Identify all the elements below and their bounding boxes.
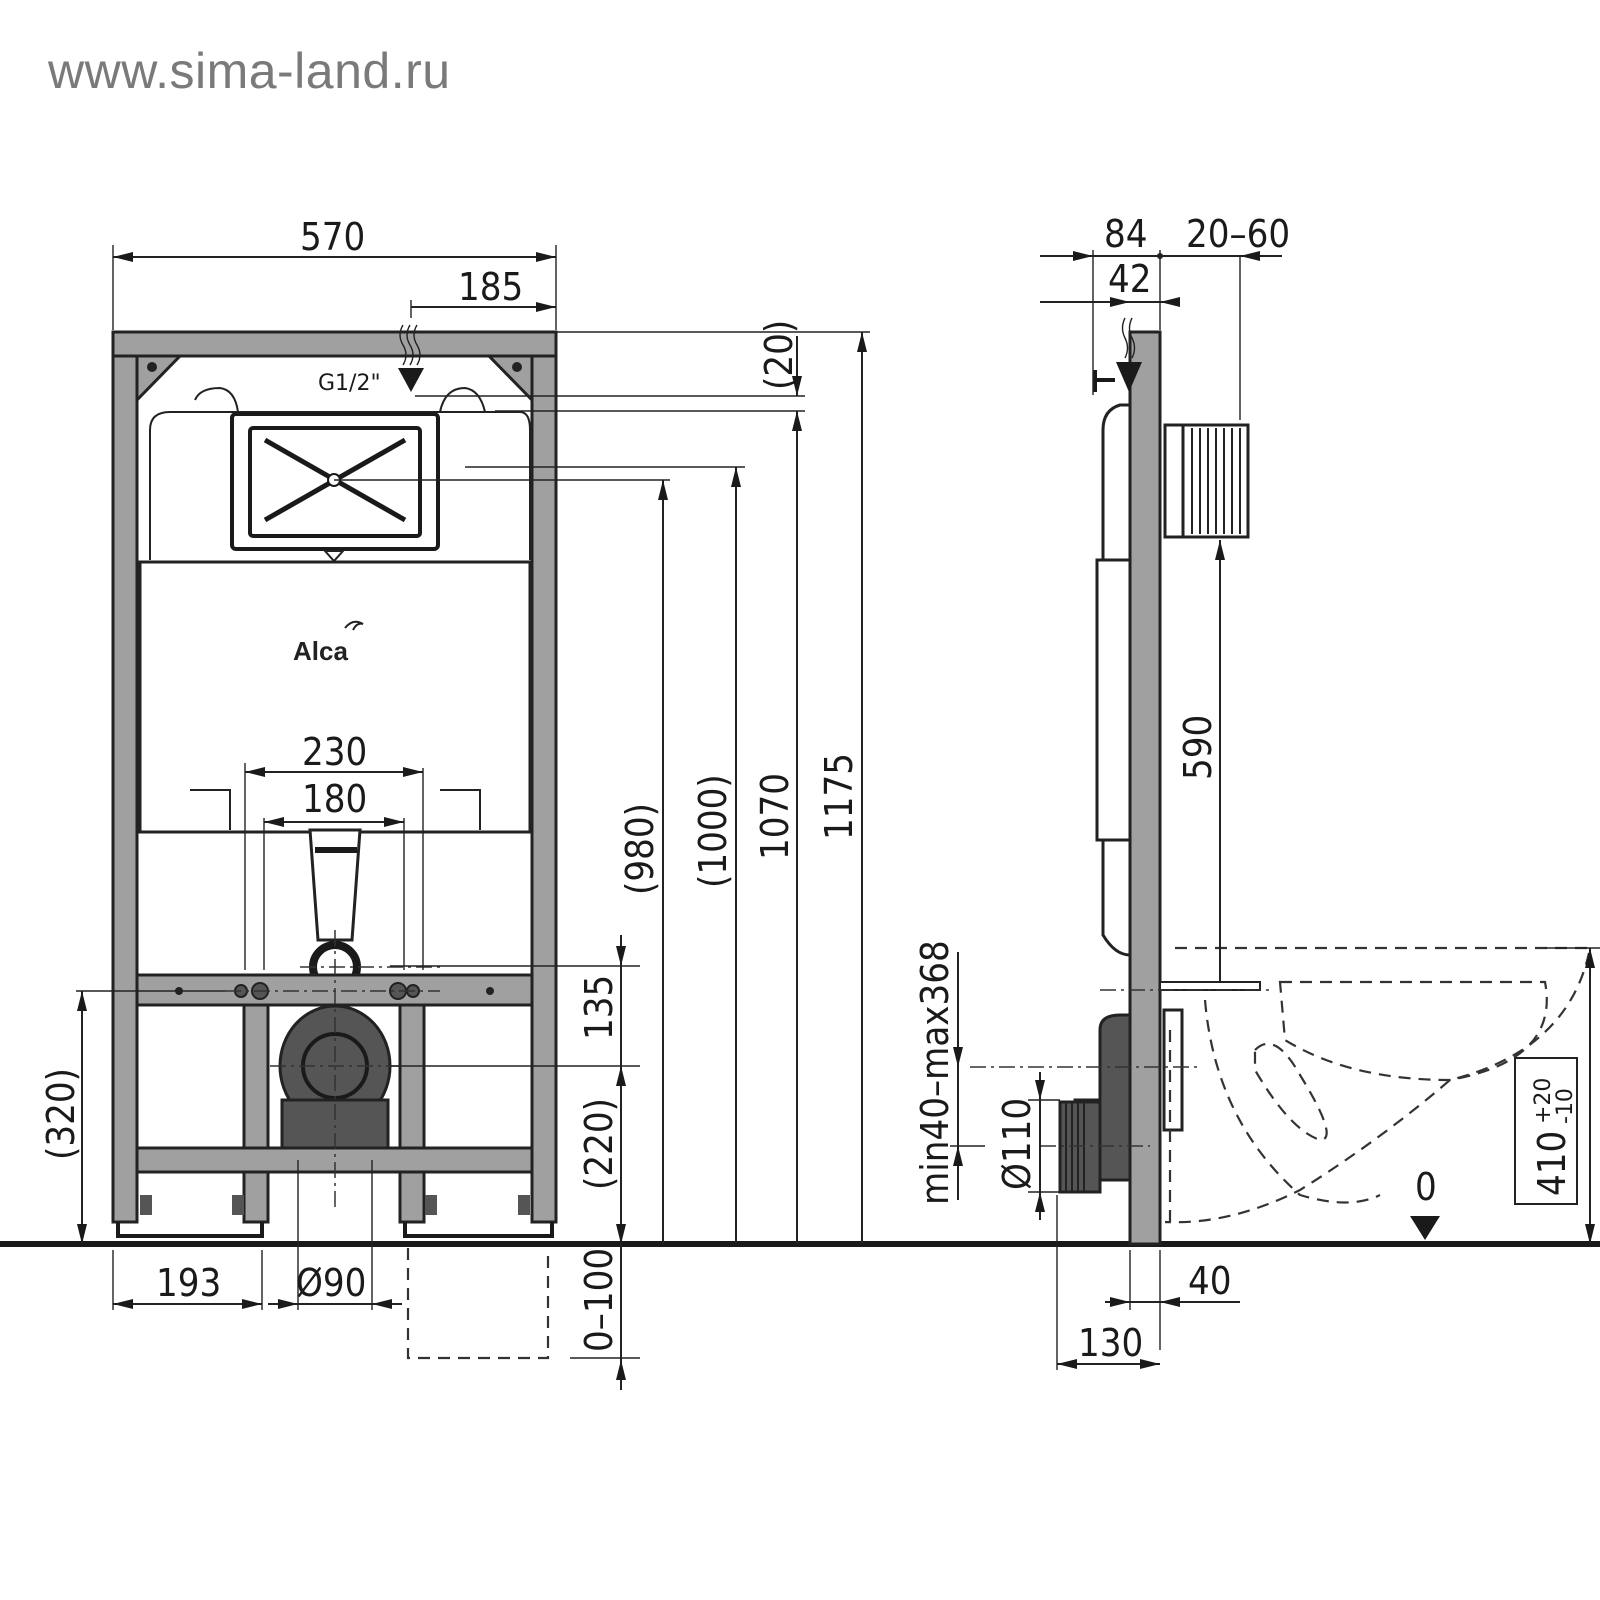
dim-bolt-spacing-outer: 230 [302, 730, 367, 774]
toilet-bowl-outline [1164, 946, 1592, 1224]
flush-opening-frame [230, 412, 440, 551]
dim-side-depth-84: 84 [1104, 212, 1148, 256]
dim-inlet-depth: 42 [1108, 257, 1152, 301]
dim-drain-axis-height: (220) [577, 1098, 621, 1190]
frame-inner-post-right [398, 1003, 426, 1224]
dim-height-1000: (1000) [691, 774, 735, 888]
dim-seat-height: 410 [1530, 1131, 1574, 1196]
side-mount-bracket [1162, 1008, 1184, 1132]
side-frame-post [1128, 330, 1162, 1246]
cistern-body [138, 560, 532, 834]
side-cistern-upper [1101, 403, 1132, 562]
side-cistern-body [1095, 558, 1132, 842]
floor-level-arrow-icon [1410, 1216, 1440, 1240]
flush-pipe [308, 828, 362, 942]
dim-wall-gap: 20–60 [1186, 212, 1290, 256]
seat-height-box [1514, 1057, 1578, 1205]
side-inlet-arrow-icon [1116, 362, 1142, 392]
watermark-text: www.sima-land.ru [48, 43, 451, 99]
frame-left-post [111, 354, 139, 1224]
dim-inlet-offset: 185 [458, 265, 523, 309]
side-water-inlet-waves [1121, 317, 1136, 359]
frame-top-bar [111, 330, 558, 358]
corner-gusset-right [485, 354, 534, 404]
dim-drain-height: 135 [577, 975, 621, 1040]
inlet-arrow-icon [398, 368, 424, 392]
dim-drain-range: min40–max368 [913, 940, 957, 1205]
foot-right [403, 1222, 554, 1238]
foot-left [116, 1222, 264, 1238]
dim-drain-diameter: Ø90 [296, 1261, 366, 1305]
water-inlet-waves [399, 324, 421, 366]
side-view: 0 84 20–60 42 590 [913, 212, 1600, 1370]
dim-height-980: (980) [618, 803, 662, 895]
dim-flush-height: 590 [1176, 715, 1220, 780]
dim-inlet-top-gap: (20) [757, 320, 801, 390]
dim-height-1070: 1070 [753, 773, 797, 860]
corner-gusset-left [135, 354, 184, 404]
flush-opening-inner [248, 426, 422, 538]
dim-foot-depth: 40 [1188, 1259, 1232, 1303]
dim-frame-depth: 130 [1078, 1321, 1143, 1365]
dim-drain-pipe-diameter: Ø110 [995, 1098, 1039, 1190]
frame-inner-post-left [242, 1003, 270, 1224]
front-view: G1/2" Alca [39, 215, 870, 1390]
inlet-thread-label: G1/2" [318, 371, 381, 396]
brand-logo: Alca [293, 636, 348, 666]
dim-bolt-height: (320) [39, 1068, 83, 1160]
dim-seat-tol-plus: +20 [1531, 1078, 1556, 1124]
bird-logo-icon [344, 620, 364, 631]
foot-extension-outline [406, 1248, 550, 1360]
frame-right-post [530, 354, 558, 1224]
dim-foot-width: 193 [156, 1261, 221, 1305]
side-mount-bolt [1159, 981, 1261, 991]
dim-height-1175: 1175 [817, 753, 861, 840]
dim-bolt-spacing-inner: 180 [302, 777, 367, 821]
dim-width-total: 570 [300, 215, 365, 259]
floor-level-label: 0 [1415, 1165, 1437, 1209]
dim-foot-extension: 0–100 [577, 1248, 621, 1352]
dim-seat-tol-minus: -10 [1553, 1088, 1578, 1124]
